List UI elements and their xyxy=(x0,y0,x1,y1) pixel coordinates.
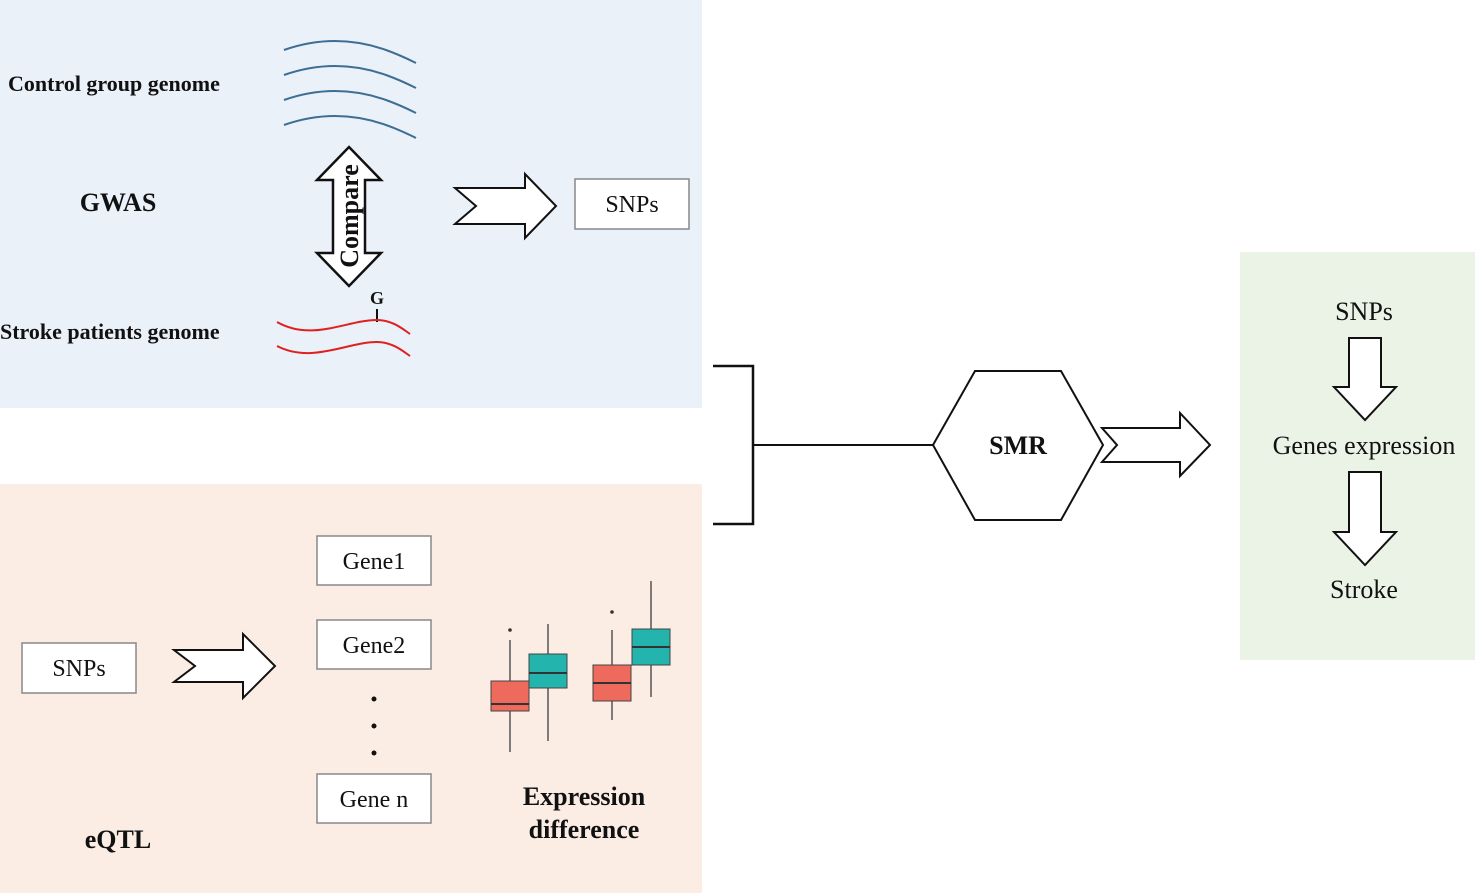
gwas-snps-box-label: SNPs xyxy=(605,192,658,218)
smr-label: SMR xyxy=(989,431,1047,460)
stroke-genome-waves xyxy=(276,318,411,357)
merge-bracket xyxy=(713,364,755,526)
smr-to-result-arrow xyxy=(1099,410,1212,479)
control-genome-waves xyxy=(283,40,417,139)
result-step-genes-expression: Genes expression xyxy=(1273,431,1456,460)
eqtl-to-genes-arrow xyxy=(171,631,277,701)
gene-box-2-label: Gene2 xyxy=(343,633,406,659)
expression-difference-line1: Expression xyxy=(523,782,646,811)
compare-double-arrow xyxy=(314,145,384,288)
gwas-to-snps-arrow xyxy=(452,171,558,241)
gene-box-n xyxy=(316,773,432,824)
stroke-patients-label: Stroke patients genome xyxy=(0,319,220,344)
control-group-label: Control group genome xyxy=(8,71,220,96)
result-down-arrow-2 xyxy=(1331,471,1399,567)
result-step-stroke: Stroke xyxy=(1330,575,1398,604)
snp-allele-label: G xyxy=(370,288,384,308)
eqtl-snps-box xyxy=(21,642,137,694)
gwas-title: GWAS xyxy=(80,188,157,217)
result-panel xyxy=(1240,252,1475,660)
result-step-snps: SNPs xyxy=(1335,297,1393,326)
expression-difference-line2: difference xyxy=(529,815,640,844)
smr-hexagon xyxy=(931,370,1105,521)
gene-box-1-label: Gene1 xyxy=(343,549,406,575)
expression-boxplot xyxy=(490,581,671,752)
gene-ellipsis xyxy=(371,696,377,756)
compare-label: Compare xyxy=(335,164,364,268)
gene-box-n-label: Gene n xyxy=(340,787,409,813)
result-down-arrow-1 xyxy=(1331,337,1399,422)
gene-box-2 xyxy=(316,619,432,670)
gene-box-1 xyxy=(316,535,432,586)
gwas-snps-box xyxy=(574,178,690,230)
eqtl-snps-box-label: SNPs xyxy=(52,656,105,682)
eqtl-title: eQTL xyxy=(85,825,151,854)
